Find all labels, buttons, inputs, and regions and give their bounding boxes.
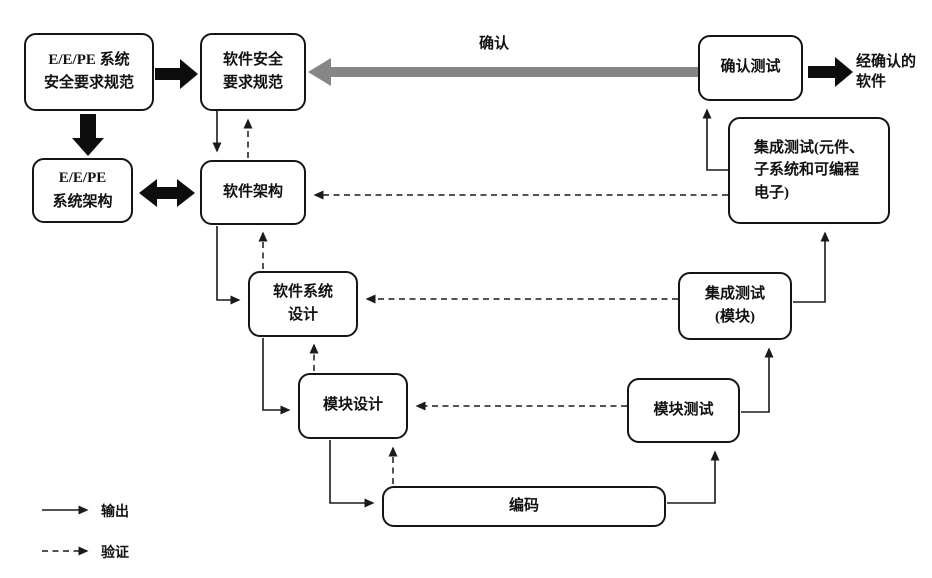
node-coding: 编码 <box>382 486 666 527</box>
thick-arrows <box>72 57 853 207</box>
node-module-design: 模块设计 <box>298 373 408 439</box>
node-integration-testing-pe: 集成测试(元件、 子系统和可编程 电子) <box>728 117 890 224</box>
output-arrow-coding-to-modtest <box>667 450 720 504</box>
output-arrow-moddesign-to-coding <box>329 440 375 508</box>
validated-software-label: 经确认的 软件 <box>856 54 917 91</box>
output-arrow-swarch-to-sysdesign <box>216 226 241 305</box>
node-software-system-design: 软件系统 设计 <box>248 271 358 337</box>
node-validation-testing: 确认测试 <box>698 35 803 101</box>
thick-arrow-eepearch-swarch-bidirectional <box>139 179 195 207</box>
validation-gray-arrow <box>308 58 700 86</box>
node-module-testing: 模块测试 <box>627 378 740 443</box>
thick-arrow-validtest-to-validatedsw <box>808 57 853 87</box>
verification-arrows <box>42 118 728 556</box>
output-arrow-modtest-to-inttestmod <box>741 347 774 413</box>
thick-arrow-eepereq-to-swreq <box>155 59 198 89</box>
output-arrow-inttestmod-to-inttestpe <box>793 231 830 303</box>
output-arrow-inttestpe-to-validtest <box>702 108 728 171</box>
output-arrows <box>42 108 830 515</box>
node-eepe-system-safety-requirements: E/E/PE 系统 安全要求规范 <box>24 33 154 111</box>
node-software-safety-requirements: 软件安全 要求规范 <box>200 33 306 111</box>
legend-verification-label: 验证 <box>101 546 129 561</box>
node-software-architecture: 软件架构 <box>200 160 306 225</box>
legend-output-label: 输出 <box>101 505 129 520</box>
node-integration-testing-module: 集成测试 (模块) <box>678 272 792 340</box>
validation-arrow-label: 确认 <box>478 36 509 52</box>
node-eepe-system-architecture: E/E/PE 系统架构 <box>32 158 133 223</box>
thick-arrow-eepereq-to-eepearch <box>72 114 104 156</box>
output-arrow-sysdesign-to-moddesign <box>262 338 291 415</box>
